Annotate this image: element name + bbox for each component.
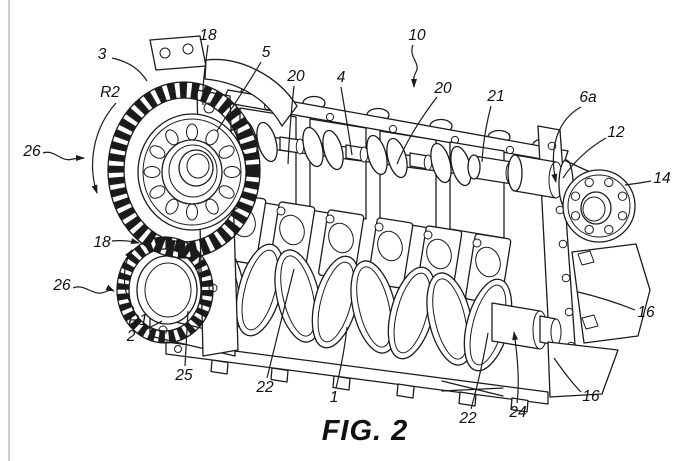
ref-label-26-14: 26 [52, 277, 71, 294]
ref-label-16-23: 16 [582, 388, 600, 405]
leader-line-24-21 [514, 332, 518, 403]
leader-line-20-4 [288, 86, 294, 164]
leader-line-3-0 [112, 58, 147, 81]
figure-caption: FIG. 2 [300, 415, 430, 448]
leader-line-26-14 [73, 287, 114, 293]
ref-label-25-17: 25 [174, 367, 193, 384]
ref-label-18-13: 18 [93, 234, 111, 251]
ref-label-r1-15: R1 [128, 312, 148, 329]
ref-label-20-7: 20 [433, 80, 452, 97]
ref-label-5-3: 5 [262, 44, 271, 61]
ref-label-1-19: 1 [330, 389, 339, 406]
ref-label-16-22: 16 [637, 304, 655, 321]
ref-label-24-21: 24 [508, 404, 527, 421]
leader-line-21-8 [482, 106, 491, 162]
ref-label-20-4: 20 [286, 68, 305, 85]
leader-line-16-22 [578, 292, 635, 310]
leader-line-12-10 [563, 138, 606, 178]
leader-line-1-19 [336, 327, 347, 388]
ref-label-22-20: 22 [458, 410, 477, 427]
leader-line-r1-15 [124, 250, 134, 309]
leader-line-18-1 [203, 45, 208, 105]
leader-line-25-17 [185, 311, 188, 366]
leader-line-16-23 [554, 358, 581, 392]
leader-line-r2-2 [93, 103, 116, 193]
ref-label-14-11: 14 [653, 170, 671, 187]
ref-label-10-6: 10 [408, 27, 426, 44]
ref-label-26-12: 26 [22, 143, 41, 160]
ref-label-22-18: 22 [255, 379, 274, 396]
leader-line-5-3 [217, 62, 261, 131]
ref-label-18-1: 18 [199, 27, 217, 44]
leader-line-22-18 [267, 269, 294, 378]
leader-line-26-12 [43, 152, 84, 159]
ref-label-21-8: 21 [486, 88, 504, 105]
ref-label-2-16: 2 [126, 328, 136, 345]
ref-label-6a-9: 6a [579, 89, 597, 106]
leader-line-20-7 [397, 97, 437, 164]
leader-line-6a-9 [553, 107, 581, 182]
leader-line-4-5 [341, 87, 352, 155]
leader-line-14-11 [625, 181, 651, 185]
leader-line-18-13 [112, 241, 139, 243]
leader-line-10-6 [412, 45, 417, 87]
leader-line-22-20 [471, 333, 488, 409]
ref-label-4-5: 4 [337, 69, 346, 86]
ref-label-r2-2: R2 [100, 84, 120, 101]
ref-label-3-0: 3 [98, 46, 107, 63]
ref-label-12-10: 12 [607, 124, 625, 141]
